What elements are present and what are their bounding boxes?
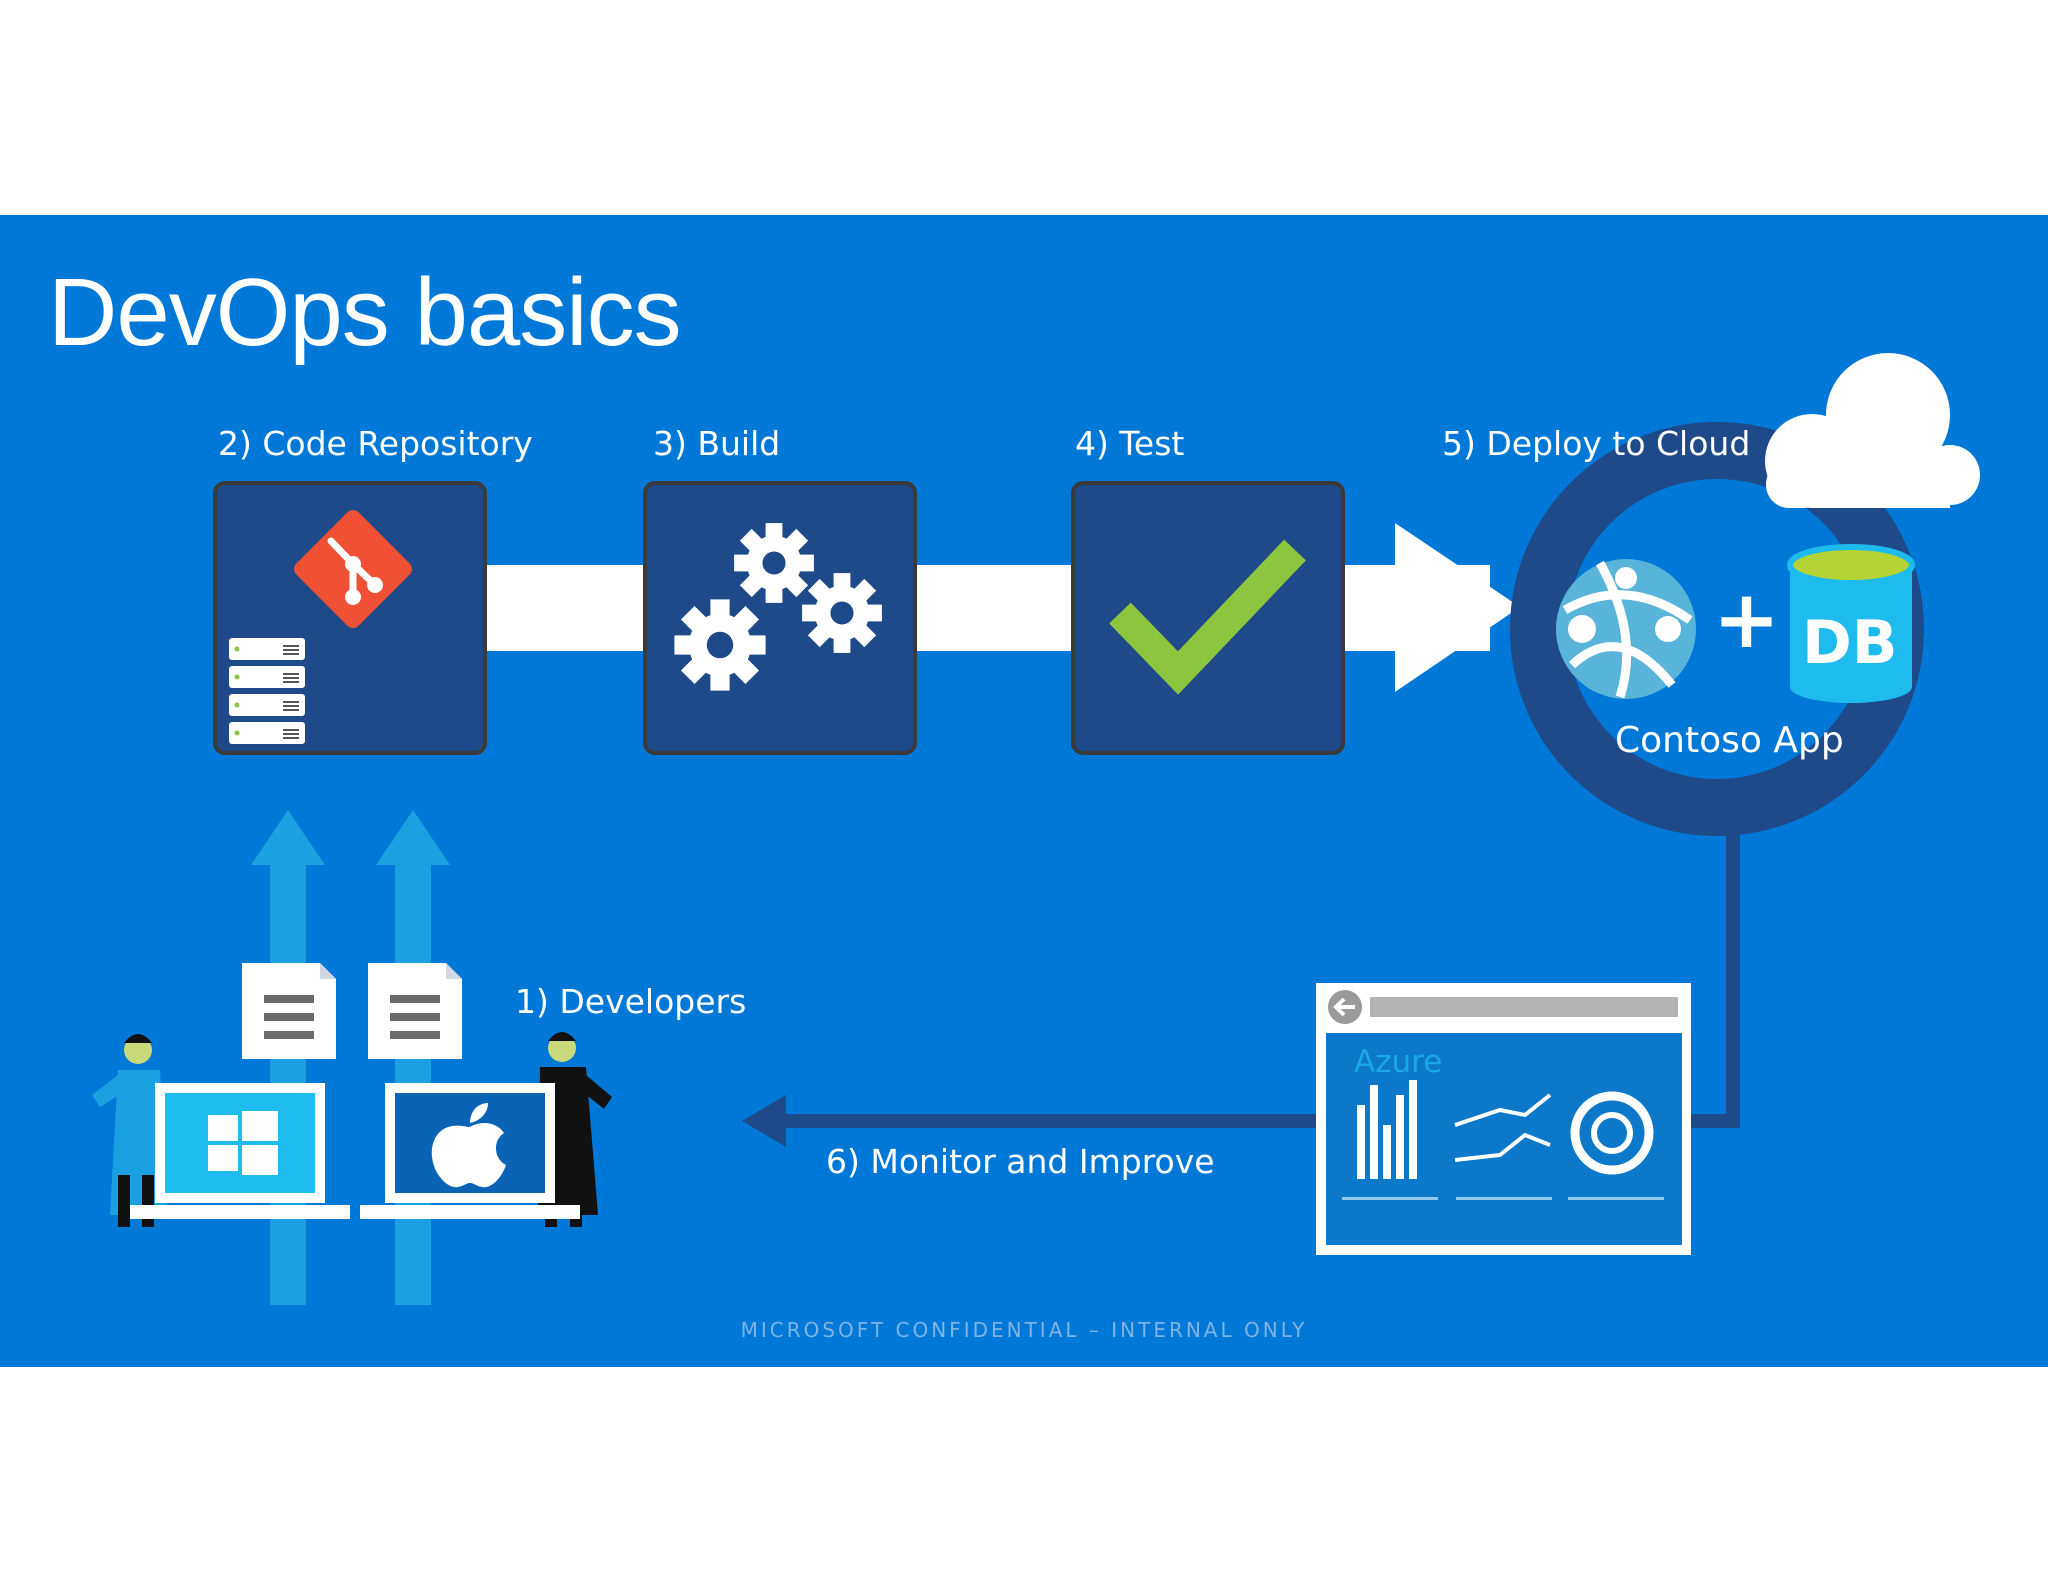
deployment-ring (1510, 422, 1924, 836)
pipeline-arrow (1395, 523, 1520, 692)
build-tile (643, 481, 917, 755)
plus-sign: + (1713, 573, 1781, 666)
app-service-icon (1556, 559, 1696, 699)
dashboard-icon (1316, 983, 1691, 1255)
monitor-connector (1690, 833, 1740, 1128)
step-test-label: 4) Test (1075, 424, 1185, 463)
windows-laptop (130, 1083, 350, 1219)
developer-figure-icon (92, 1034, 168, 1227)
cloud-icon (1765, 353, 1980, 508)
test-tile (1071, 481, 1345, 755)
monitor-arrow-head (742, 1095, 786, 1147)
document-icon (242, 963, 462, 1059)
diagram-canvas (92, 353, 1980, 1305)
app-name-label: Contoso App (1615, 720, 1844, 761)
windows-logo-icon (208, 1111, 278, 1175)
database-icon (1787, 544, 1915, 703)
code-repository-tile (213, 481, 487, 755)
checkmark-icon (1109, 539, 1306, 695)
dashboard-azure-label: Azure (1354, 1044, 1443, 1080)
slide-title: DevOps basics (48, 259, 682, 366)
mac-laptop (360, 1083, 580, 1219)
step-build-label: 3) Build (653, 424, 781, 463)
step-developers-label: 1) Developers (515, 982, 747, 1021)
step-monitor-label: 6) Monitor and Improve (826, 1142, 1215, 1181)
db-label: DB (1802, 608, 1898, 678)
confidential-footer: MICROSOFT CONFIDENTIAL – INTERNAL ONLY (740, 1318, 1308, 1342)
git-icon (294, 510, 412, 628)
step-deploy-label: 5) Deploy to Cloud (1442, 424, 1751, 463)
apple-logo-icon (431, 1103, 506, 1188)
step-code-repository-label: 2) Code Repository (218, 424, 533, 463)
slide: DevOps basics 2) Code Repository 3) Buil… (0, 215, 2048, 1367)
